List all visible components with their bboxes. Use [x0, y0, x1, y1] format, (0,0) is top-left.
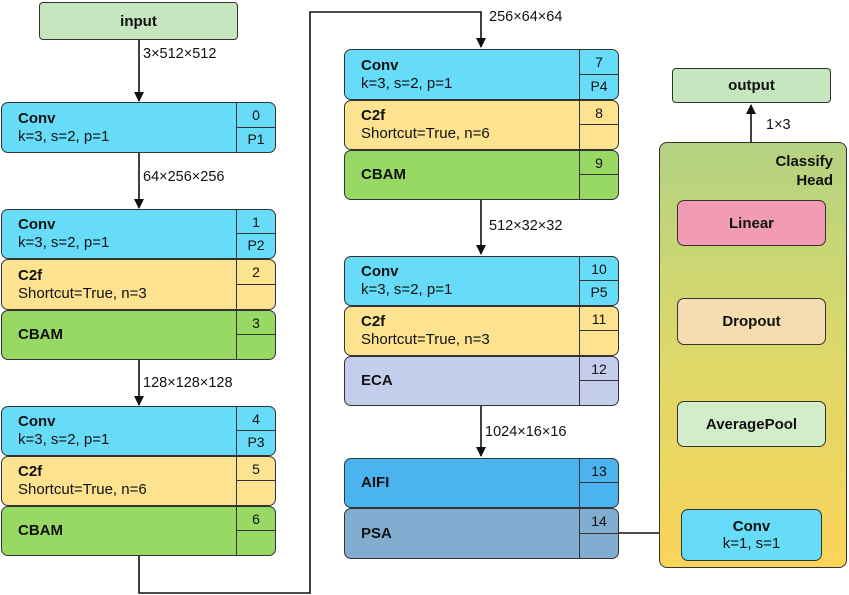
layer-block: CBAM 6: [1, 506, 276, 556]
layer-block: AIFI 13: [344, 458, 619, 508]
layer-title: C2f: [18, 266, 43, 284]
layer-index: 7: [580, 50, 618, 75]
shape-label: 256×64×64: [489, 9, 563, 25]
classify-head-title-line2: Head: [796, 172, 833, 189]
layer-tag: [580, 483, 618, 507]
layer-tag: [580, 381, 618, 405]
layer-index: 12: [580, 357, 618, 381]
layer-tag: P3: [247, 434, 265, 450]
layer-block: CBAM 3: [1, 310, 276, 360]
layer-tag: [580, 125, 618, 149]
shape-label: 1024×16×16: [485, 424, 567, 440]
layer-title: Conv: [18, 216, 56, 233]
layer-title: C2f: [18, 463, 43, 480]
layer-title: CBAM: [18, 326, 63, 343]
layer-title: C2f: [361, 313, 386, 330]
head-conv-layer: Conv k=1, s=1: [681, 509, 822, 561]
layer-params: k=3, s=2, p=1: [18, 234, 110, 251]
classify-head-title: Classify Head: [775, 152, 833, 190]
layer-title: Conv: [18, 109, 56, 127]
input-label: input: [120, 12, 157, 30]
layer-tag: P1: [247, 130, 265, 147]
averagepool-label: AveragePool: [705, 415, 798, 433]
layer-tag: [237, 531, 275, 555]
layer-index: 2: [237, 260, 275, 285]
layer-params: k=3, s=2, p=1: [18, 127, 110, 145]
layer-params: k=3, s=2, p=1: [361, 281, 453, 298]
layer-tag: [580, 534, 618, 559]
layer-tag: P4: [590, 77, 608, 94]
layer-params: Shortcut=True, n=3: [18, 284, 147, 302]
layer-title: PSA: [361, 524, 392, 542]
layer-tag: P2: [247, 237, 265, 253]
layer-title: Conv: [361, 263, 399, 280]
head-conv-params: k=1, s=1: [722, 535, 781, 552]
output-node: output: [672, 68, 831, 103]
layer-index: 8: [580, 101, 618, 125]
layer-title: Conv: [18, 413, 56, 430]
input-node: input: [39, 2, 238, 40]
shape-label: 128×128×128: [143, 375, 233, 391]
linear-layer: Linear: [677, 200, 826, 246]
layer-index: 9: [580, 151, 618, 175]
layer-index: 4: [237, 407, 275, 431]
layer-title: Conv: [361, 56, 399, 74]
layer-tag: [237, 335, 275, 359]
layer-index: 6: [237, 507, 275, 531]
shape-label: 3×512×512: [143, 46, 217, 62]
layer-params: Shortcut=True, n=6: [18, 481, 147, 498]
classify-head-title-line1: Classify: [775, 153, 833, 170]
connector-col1-to-col2: [138, 11, 486, 594]
layer-params: k=3, s=2, p=1: [18, 431, 110, 448]
layer-index: 3: [237, 311, 275, 335]
layer-params: Shortcut=True, n=3: [361, 331, 490, 348]
averagepool-layer: AveragePool: [677, 401, 826, 447]
layer-title: CBAM: [361, 166, 406, 183]
layer-tag: [580, 175, 618, 199]
layer-index: 13: [580, 459, 618, 483]
layer-index: 14: [580, 509, 618, 534]
layer-block: CBAM 9: [344, 150, 619, 200]
layer-title: C2f: [361, 107, 386, 124]
layer-tag: [237, 481, 275, 505]
layer-block: PSA 14: [344, 508, 619, 559]
layer-tag: [580, 331, 618, 355]
layer-index: 0: [237, 103, 275, 128]
shape-label: 1×3: [766, 117, 791, 133]
head-conv-title: Conv: [732, 518, 771, 535]
layer-block: ECA 12: [344, 356, 619, 406]
shape-label: 512×32×32: [489, 218, 563, 234]
layer-tag: [237, 285, 275, 310]
layer-index: 11: [580, 307, 618, 331]
linear-label: Linear: [728, 214, 774, 232]
layer-params: k=3, s=2, p=1: [361, 74, 453, 92]
shape-label: 64×256×256: [143, 169, 225, 185]
dropout-layer: Dropout: [677, 298, 826, 345]
layer-index: 5: [237, 457, 275, 481]
layer-tag: P5: [590, 284, 608, 300]
output-label: output: [728, 77, 775, 94]
dropout-label: Dropout: [722, 313, 781, 330]
layer-index: 1: [237, 210, 275, 234]
layer-title: AIFI: [361, 474, 390, 491]
layer-title: CBAM: [18, 522, 63, 539]
layer-params: Shortcut=True, n=6: [361, 125, 490, 142]
layer-title: ECA: [361, 372, 393, 389]
layer-index: 10: [580, 257, 618, 281]
